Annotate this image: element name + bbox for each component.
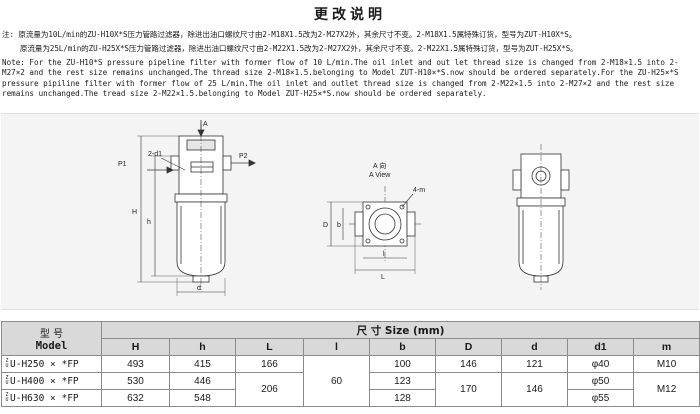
model-header: 型 号 Model: [1, 321, 102, 356]
technical-drawing: A P1 P2 2-d1 H h d: [1, 113, 699, 310]
col-D: D: [435, 338, 502, 356]
cell-h: 548: [169, 389, 236, 407]
cell-b: 123: [369, 372, 436, 390]
a-view: [327, 186, 421, 274]
cell-d1: φ40: [567, 355, 634, 373]
cell-D-merged: 170: [435, 372, 502, 407]
label-h-upper: H: [132, 209, 137, 216]
cell-l-merged: 60: [303, 355, 370, 407]
label-holes: 4-m: [413, 187, 425, 194]
cell-H: 632: [101, 389, 170, 407]
col-H: H: [101, 338, 170, 356]
dims-header: 尺 寸 Size (mm): [100, 321, 700, 339]
cell-H: 493: [101, 355, 170, 373]
label-p1: P1: [118, 161, 127, 168]
spec-table: 型 号 Model 尺 寸 Size (mm) H h L l b D d d1…: [1, 321, 700, 407]
cell-h: 415: [169, 355, 236, 373]
cell-b: 100: [369, 355, 436, 373]
col-d1: d1: [567, 338, 634, 356]
cell-b: 128: [369, 389, 436, 407]
note-cn-line-2: 原流量为25L/min的ZU-H25X*S压力管路过滤器，除进出油口螺纹尺寸由2…: [2, 44, 578, 53]
label-view-cn: A 向: [373, 161, 386, 170]
cell-m-merged: M12: [632, 372, 700, 407]
front-view: [137, 120, 256, 296]
label-d1: 2-d1: [148, 151, 162, 158]
side-view: [512, 144, 570, 290]
label-a: A: [203, 121, 208, 128]
col-b: b: [369, 338, 436, 356]
label-view-en: A View: [369, 172, 391, 179]
col-d: d: [501, 338, 568, 356]
label-l: l: [383, 251, 385, 258]
col-L: L: [235, 338, 304, 356]
label-d: d: [197, 285, 201, 292]
label-D: D: [323, 222, 328, 229]
note-english: Note: For the ZU-H10*S pressure pipeline…: [2, 58, 684, 99]
col-h: h: [169, 338, 236, 356]
cell-d1: φ50: [567, 372, 634, 390]
cell-m: M10: [632, 355, 700, 373]
model-header-cn: 型 号: [39, 329, 64, 340]
note-cn-line-1: 注: 原流量为10L/min的ZU-H10X*S压力管路过滤器，除进出油口螺纹尺…: [2, 30, 577, 39]
cell-D: 146: [435, 355, 502, 373]
label-p2: P2: [239, 153, 248, 160]
cell-d1: φ55: [567, 389, 634, 407]
cell-L: 166: [235, 355, 304, 373]
cell-d: 121: [501, 355, 568, 373]
label-h-lower: h: [147, 219, 151, 226]
cell-H: 530: [101, 372, 170, 390]
col-l: l: [303, 338, 370, 356]
cell-h: 446: [169, 372, 236, 390]
page-title: 更改说明: [314, 7, 386, 23]
label-b: b: [337, 222, 341, 229]
cell-L-merged: 206: [235, 372, 304, 407]
cell-d-merged: 146: [501, 372, 568, 407]
col-m: m: [632, 338, 700, 356]
label-L: L: [381, 274, 385, 281]
model-header-en: Model: [35, 340, 68, 352]
